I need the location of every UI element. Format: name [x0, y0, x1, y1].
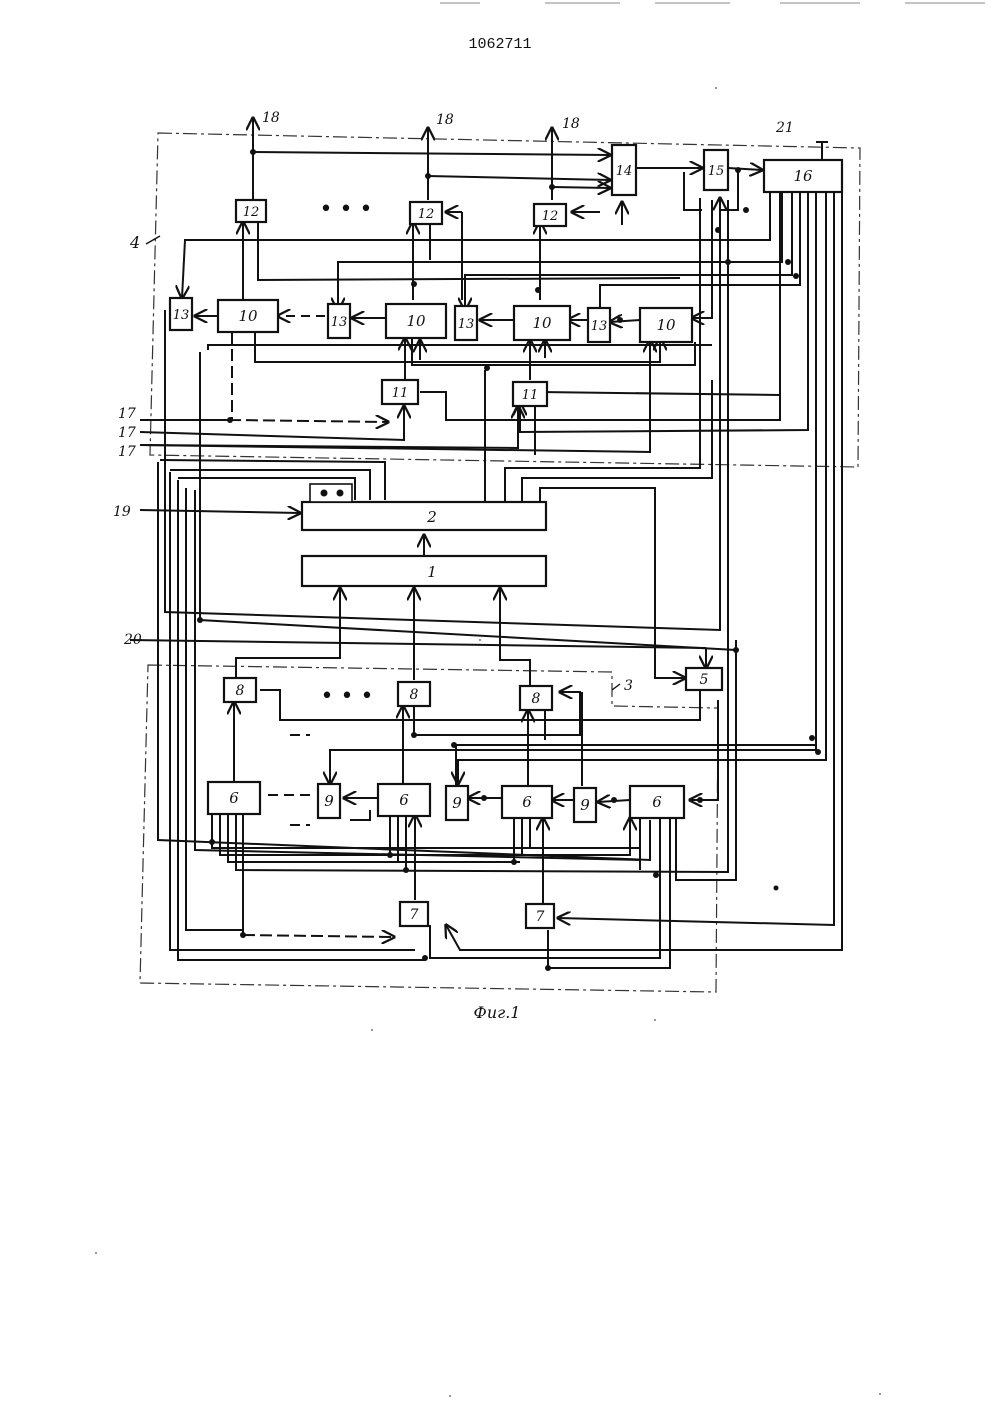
unit-label-4: 4 [129, 233, 140, 252]
block-label-6: 6 [229, 789, 239, 807]
block-label-10: 10 [406, 312, 426, 330]
input-label-17: 17 [118, 444, 136, 460]
input-label-19: 19 [113, 504, 131, 520]
input-label-17: 17 [118, 406, 136, 422]
output-label-18: 18 [436, 112, 454, 128]
block-label-9: 9 [324, 792, 334, 810]
block-label-1: 1 [427, 563, 437, 581]
block-label-6: 6 [399, 791, 409, 809]
block-label-2: 2 [426, 508, 437, 526]
block-label-10: 10 [532, 314, 552, 332]
block-label-14: 14 [616, 164, 633, 179]
scan-specks [95, 87, 881, 1397]
output-label-18: 18 [262, 110, 280, 126]
block-label-10: 10 [238, 307, 258, 325]
indicator-dot [321, 490, 328, 497]
block-label-6: 6 [522, 793, 532, 811]
ellipsis-top: • • • [320, 197, 373, 222]
patent-number: 1062711 [468, 36, 531, 53]
block-label-12: 12 [542, 209, 559, 224]
block-label-8: 8 [236, 683, 245, 699]
block-label-11: 11 [522, 388, 539, 403]
signal-labels: 18 18 18 21 4 17 17 17 19 20 3 [113, 110, 794, 694]
block-label-12: 12 [243, 205, 260, 220]
unit-label-3: 3 [624, 678, 633, 694]
block-label-9: 9 [580, 796, 590, 814]
block-label-13: 13 [591, 319, 608, 334]
indicator-dot [337, 490, 344, 497]
block-label-8: 8 [410, 687, 419, 703]
block-2-indicator [310, 484, 352, 502]
block-label-13: 13 [331, 315, 348, 330]
block-label-8: 8 [532, 691, 541, 707]
block-label-7: 7 [536, 909, 545, 925]
wiring [130, 118, 842, 968]
block-label-7: 7 [410, 907, 419, 923]
figure-caption: Фиг.1 [474, 1003, 521, 1022]
block-label-12: 12 [418, 207, 435, 222]
input-label-17: 17 [118, 425, 136, 441]
block-label-10: 10 [656, 316, 676, 334]
block-label-6: 6 [652, 793, 662, 811]
block-label-15: 15 [708, 164, 725, 179]
output-label-18: 18 [562, 116, 580, 132]
signal-label-21: 21 [775, 120, 794, 136]
block-label-5: 5 [700, 672, 709, 688]
block-label-11: 11 [392, 386, 409, 401]
input-label-20: 20 [123, 632, 142, 648]
block-label-9: 9 [452, 794, 462, 812]
block-label-13: 13 [458, 317, 475, 332]
block-label-16: 16 [793, 167, 813, 185]
block-label-13: 13 [173, 308, 190, 323]
ellipsis-bottom: • • • [321, 684, 374, 709]
